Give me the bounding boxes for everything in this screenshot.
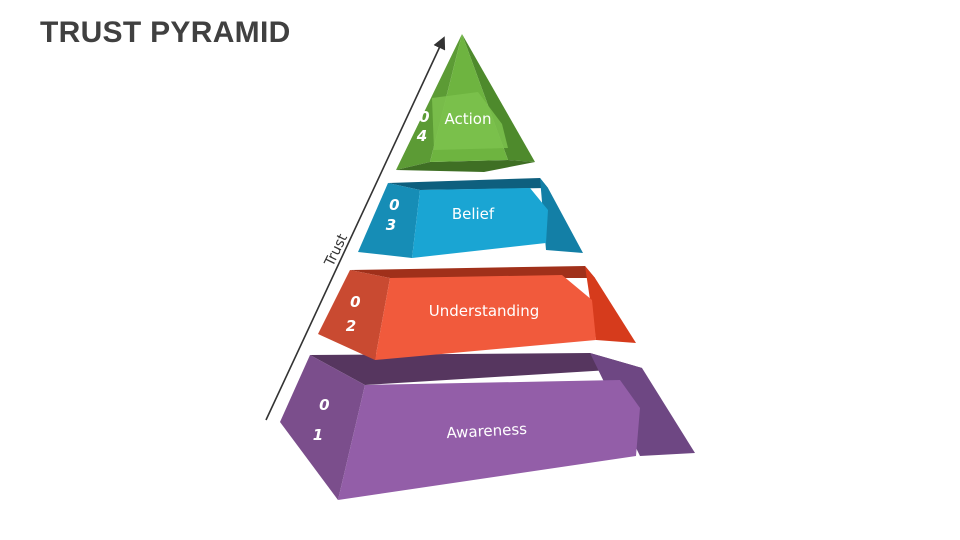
level-1-number: 0 1 bbox=[313, 396, 335, 444]
level-3-label: Belief bbox=[452, 205, 495, 223]
level-face bbox=[388, 178, 548, 190]
level-4-label: Action bbox=[445, 110, 492, 128]
level-face bbox=[310, 353, 642, 385]
page-title: TRUST PYRAMID bbox=[40, 16, 291, 49]
pyramid-level-3: 0 3 Belief bbox=[358, 178, 583, 258]
level-face bbox=[318, 270, 390, 360]
trust-axis-arrow bbox=[265, 36, 446, 421]
pyramid-level-2: 0 2 Understanding bbox=[318, 266, 636, 360]
level-face bbox=[280, 355, 365, 500]
level-face bbox=[396, 160, 535, 172]
pyramid-level-4: 0 4 Action bbox=[396, 34, 535, 172]
level-face bbox=[350, 266, 595, 278]
level-2-number: 0 2 bbox=[346, 293, 366, 335]
level-1-label: Awareness bbox=[446, 420, 528, 442]
level-3-number: 0 3 bbox=[386, 196, 405, 234]
level-face bbox=[412, 188, 548, 258]
level-face bbox=[338, 380, 640, 500]
level-4-number: 0 4 bbox=[416, 108, 435, 145]
trust-axis-label: Trust bbox=[321, 231, 351, 270]
level-face bbox=[462, 34, 535, 162]
level-face bbox=[358, 183, 420, 258]
level-face bbox=[540, 178, 583, 253]
level-face bbox=[432, 92, 508, 150]
level-2-label: Understanding bbox=[429, 302, 540, 320]
level-face bbox=[396, 34, 462, 170]
level-face bbox=[585, 266, 636, 343]
level-face bbox=[375, 275, 596, 360]
level-face bbox=[590, 353, 695, 456]
pyramid-level-1: 0 1 Awareness bbox=[280, 353, 695, 500]
